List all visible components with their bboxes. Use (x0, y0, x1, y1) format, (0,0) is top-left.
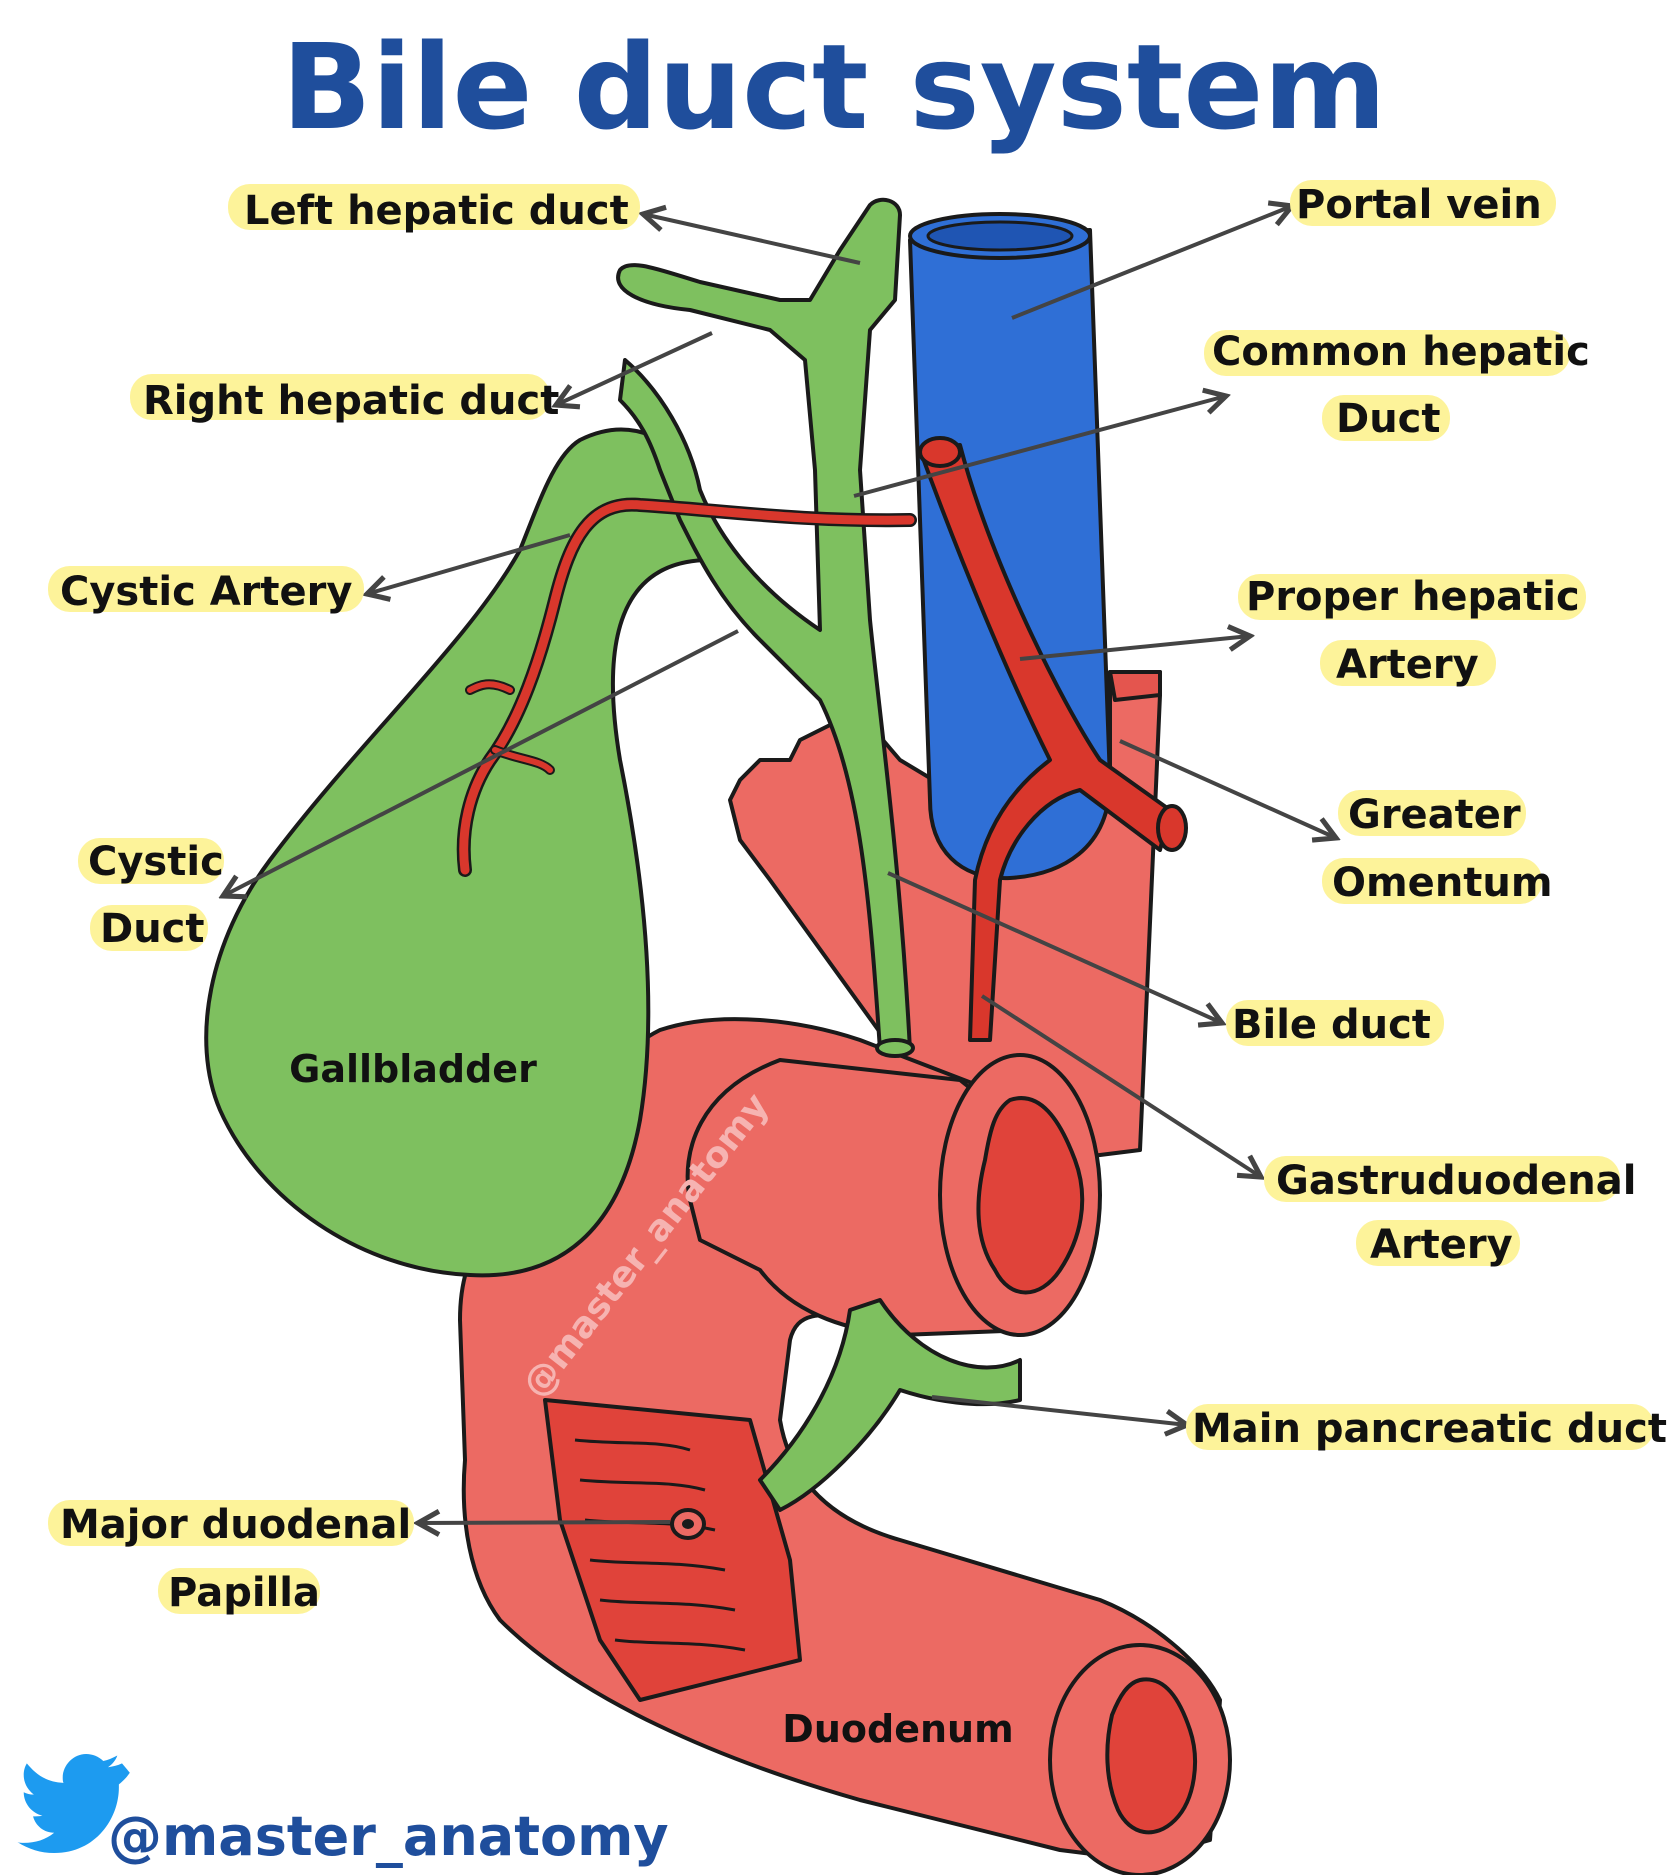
highlight-proper-hepatic-artery-1 (1238, 574, 1586, 620)
cystic-artery-twig (467, 681, 513, 693)
cystic-artery-fill (459, 500, 915, 875)
label-portal-vein: Portal vein (1296, 182, 1542, 228)
highlight-portal-vein (1290, 180, 1556, 226)
label-common-hepatic-duct-line2: Duct (1336, 396, 1441, 442)
artery-cut-end-top (918, 436, 962, 468)
leader-greater-omentum (1119, 739, 1336, 838)
highlight-main-pancreatic-duct (1186, 1404, 1654, 1450)
leader-bile-duct (887, 871, 1222, 1023)
anatomy-illustration: @master_anatomy Gallbladder Duodenum (204, 197, 1232, 1875)
highlight-proper-hepatic-artery-2 (1320, 640, 1496, 686)
highlight-gastroduodenal-artery-2 (1356, 1220, 1520, 1266)
label-greater-omentum-line1: Greater (1348, 792, 1521, 838)
duodenum-window (543, 1398, 802, 1702)
label-proper-hepatic-artery-line1: Proper hepatic (1246, 574, 1580, 620)
label-bile-duct: Bile duct (1232, 1002, 1431, 1048)
portal-vein-lumen (926, 220, 1074, 252)
biliary-tree (616, 197, 912, 1052)
papilla-orifice (682, 1519, 694, 1529)
gallbladder-label: Gallbladder (289, 1047, 537, 1091)
label-cystic-duct-line1: Cystic (88, 839, 224, 885)
leader-proper-hepatic-artery (1019, 636, 1250, 661)
label-common-hepatic-duct-line1: Common hepatic (1212, 329, 1590, 375)
leader-main-pancreatic-duct (931, 1395, 1187, 1425)
leader-cystic-artery (367, 533, 571, 594)
label-right-hepatic-duct: Right hepatic duct (143, 378, 559, 424)
omentum-fold (1108, 670, 1162, 702)
leader-gastroduodenal-artery (980, 994, 1261, 1177)
label-cystic-duct-line2: Duct (100, 906, 205, 952)
leader-common-hepatic-duct (853, 396, 1226, 498)
leader-portal-vein (1011, 206, 1292, 320)
highlight-major-duodenal-papilla-2 (158, 1568, 320, 1614)
highlight-cystic-artery (48, 566, 364, 612)
highlight-cystic-duct-1 (78, 838, 224, 884)
upper-tube-lumen (976, 1096, 1085, 1295)
highlight-right-hepatic-duct (130, 374, 550, 420)
leader-left-hepatic-duct (643, 214, 861, 265)
artery-cut-end-right (1156, 804, 1188, 852)
credit: @master_anatomy (17, 1754, 669, 1868)
pylorus-wall (728, 670, 1162, 1162)
highlight-greater-omentum-2 (1322, 858, 1542, 904)
label-gastroduodenal-artery-line1: Gastruduodenal (1276, 1158, 1637, 1204)
label-cystic-artery: Cystic Artery (60, 569, 352, 615)
lower-tube-lumen (1105, 1677, 1197, 1835)
label-main-pancreatic-duct: Main pancreatic duct (1192, 1406, 1667, 1452)
labels: Left hepatic duct Right hepatic duct Cys… (48, 180, 1667, 1616)
highlight-bile-duct (1226, 1000, 1444, 1046)
label-gastroduodenal-artery-line2: Artery (1370, 1222, 1513, 1268)
proper-hepatic-artery (918, 443, 1172, 1042)
highlight-common-hepatic-duct-1 (1204, 330, 1570, 376)
label-major-duodenal-papilla-line2: Papilla (168, 1570, 320, 1616)
highlight-major-duodenal-papilla-1 (48, 1500, 414, 1546)
bile-duct-end (875, 1038, 915, 1058)
label-major-duodenal-papilla-line1: Major duodenal (60, 1502, 411, 1548)
leader-lines (223, 206, 1336, 1523)
highlight-gastroduodenal-artery-1 (1264, 1156, 1620, 1202)
highlight-common-hepatic-duct-2 (1322, 395, 1450, 441)
diagram-title: Bile duct system (282, 18, 1387, 156)
highlight-greater-omentum-1 (1338, 790, 1526, 836)
credit-handle: @master_anatomy (108, 1805, 669, 1868)
label-proper-hepatic-artery-line2: Artery (1336, 642, 1479, 688)
highlight-cystic-duct-2 (90, 905, 208, 951)
leader-major-duodenal-papilla (418, 1522, 671, 1523)
label-greater-omentum-line2: Omentum (1332, 860, 1553, 906)
leader-cystic-duct (223, 629, 739, 896)
leader-right-hepatic-duct (556, 331, 713, 405)
label-left-hepatic-duct: Left hepatic duct (244, 188, 629, 234)
highlight-left-hepatic-duct (228, 184, 640, 230)
twitter-bird-icon (17, 1754, 130, 1854)
main-pancreatic-duct (758, 1298, 1022, 1512)
duodenum-label: Duodenum (782, 1707, 1013, 1751)
